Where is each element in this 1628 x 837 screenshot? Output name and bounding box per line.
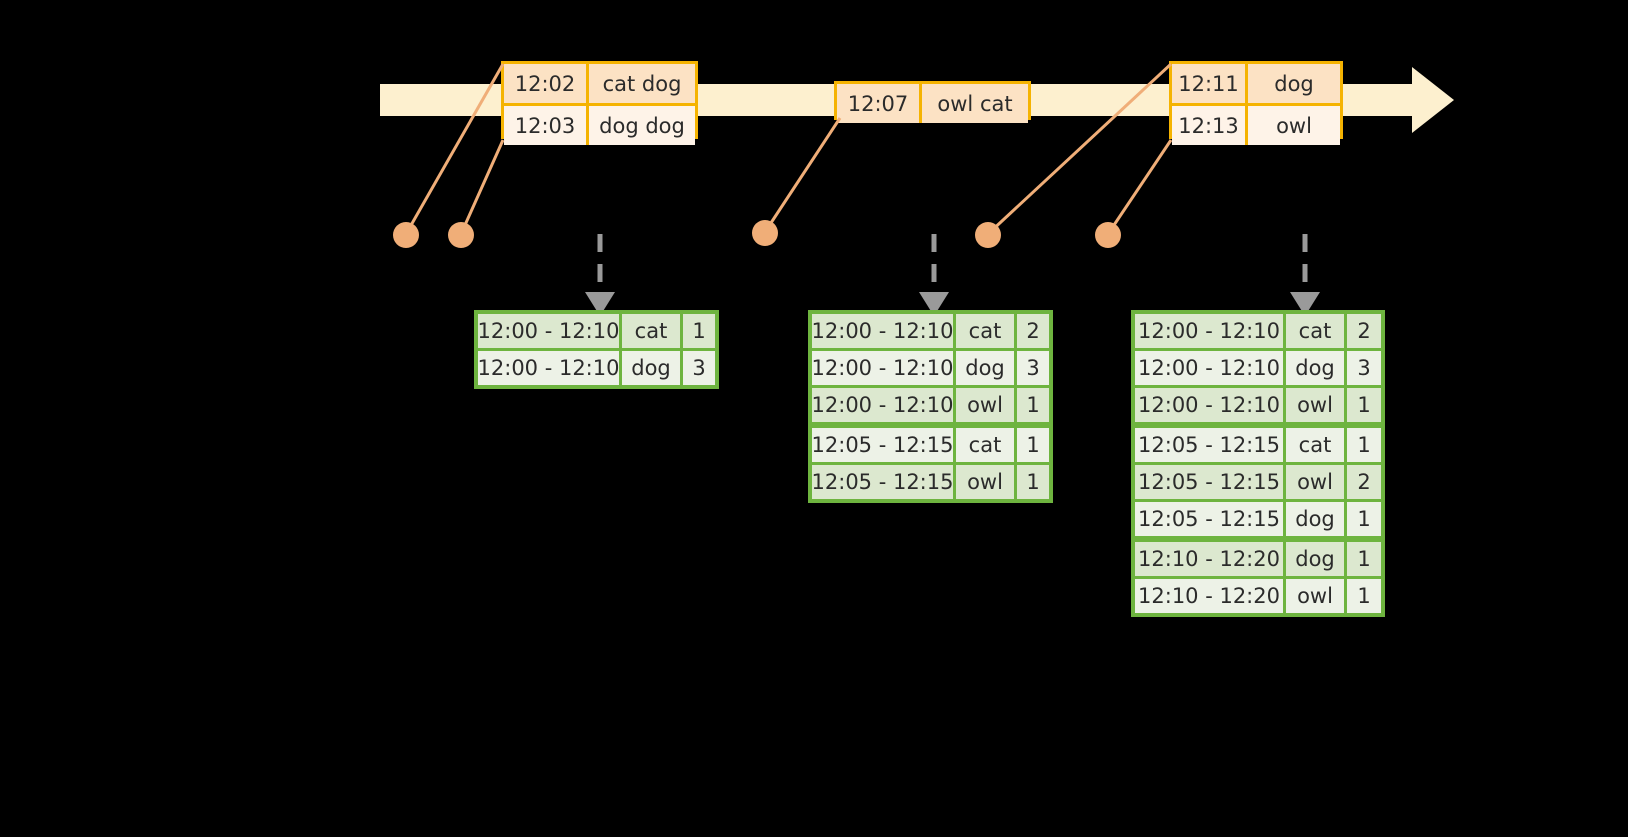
cell-word: dog — [1286, 502, 1344, 536]
cell-word: cat — [956, 428, 1014, 462]
cell-count: 3 — [1347, 351, 1381, 385]
leader-line-2 — [459, 139, 505, 235]
cell-count: 1 — [1347, 388, 1381, 422]
cell-window: 12:05 - 12:15 — [1135, 502, 1283, 536]
table-row: 12:00 - 12:10 cat 2 — [1135, 314, 1381, 351]
leader-dot-1 — [393, 222, 419, 248]
cell-window: 12:00 - 12:10 — [1135, 388, 1283, 422]
cell-word: owl — [1286, 465, 1344, 499]
event-row: 12:03 dog dog — [504, 103, 695, 145]
dashed-arrow-3 — [1290, 234, 1320, 316]
cell-count: 3 — [1017, 351, 1049, 385]
cell-count: 1 — [1017, 388, 1049, 422]
table-row: 12:05 - 12:15 owl 2 — [1135, 465, 1381, 502]
table-row: 12:05 - 12:15 cat 1 — [1135, 425, 1381, 465]
event-time: 12:03 — [504, 106, 589, 145]
cell-word: cat — [1286, 428, 1344, 462]
event-box-group-2: 12:07 owl cat — [834, 81, 1031, 123]
cell-window: 12:00 - 12:10 — [812, 351, 953, 385]
cell-window: 12:00 - 12:10 — [478, 351, 619, 385]
leader-dot-4 — [975, 222, 1001, 248]
table-row: 12:00 - 12:10 dog 3 — [1135, 351, 1381, 388]
cell-count: 1 — [1017, 428, 1049, 462]
table-row: 12:00 - 12:10 cat 2 — [812, 314, 1049, 351]
leader-dot-2 — [448, 222, 474, 248]
cell-word: owl — [1286, 579, 1344, 613]
cell-word: dog — [1286, 351, 1344, 385]
event-words: dog dog — [589, 106, 695, 145]
cell-word: owl — [1286, 388, 1344, 422]
cell-word: owl — [956, 465, 1014, 499]
table-row: 12:05 - 12:15 dog 1 — [1135, 502, 1381, 539]
table-row: 12:00 - 12:10 dog 3 — [812, 351, 1049, 388]
cell-window: 12:05 - 12:15 — [1135, 465, 1283, 499]
cell-window: 12:00 - 12:10 — [478, 314, 619, 348]
event-time: 12:13 — [1172, 106, 1248, 145]
cell-count: 1 — [1347, 542, 1381, 576]
cell-window: 12:05 - 12:15 — [812, 428, 953, 462]
cell-window: 12:10 - 12:20 — [1135, 542, 1283, 576]
cell-window: 12:10 - 12:20 — [1135, 579, 1283, 613]
cell-window: 12:05 - 12:15 — [812, 465, 953, 499]
event-box-group-3: 12:11 dog 12:13 owl — [1169, 61, 1343, 145]
table-row: 12:00 - 12:10 owl 1 — [812, 388, 1049, 425]
cell-window: 12:00 - 12:10 — [1135, 314, 1283, 348]
event-box-group-1: 12:02 cat dog 12:03 dog dog — [501, 61, 698, 145]
leader-dot-3 — [752, 220, 778, 246]
event-time: 12:02 — [504, 64, 589, 103]
event-time: 12:11 — [1172, 64, 1248, 103]
cell-window: 12:00 - 12:10 — [1135, 351, 1283, 385]
cell-word: dog — [956, 351, 1014, 385]
event-row: 12:13 owl — [1172, 103, 1340, 145]
table-row: 12:10 - 12:20 dog 1 — [1135, 539, 1381, 579]
cell-count: 2 — [1017, 314, 1049, 348]
cell-window: 12:00 - 12:10 — [812, 388, 953, 422]
cell-count: 3 — [683, 351, 715, 385]
cell-word: owl — [956, 388, 1014, 422]
cell-count: 2 — [1347, 465, 1381, 499]
table-row: 12:00 - 12:10 dog 3 — [478, 351, 715, 385]
window-result-table-1: 12:00 - 12:10 cat 1 12:00 - 12:10 dog 3 — [474, 310, 719, 389]
event-words: dog — [1248, 64, 1340, 103]
event-words: cat dog — [589, 64, 695, 103]
window-result-table-2: 12:00 - 12:10 cat 2 12:00 - 12:10 dog 3 … — [808, 310, 1053, 503]
timeline-arrow-head — [1412, 67, 1454, 133]
dashed-arrow-1 — [585, 234, 615, 316]
event-words: owl cat — [922, 84, 1028, 123]
dashed-arrow-2 — [919, 234, 949, 316]
window-result-table-3: 12:00 - 12:10 cat 2 12:00 - 12:10 dog 3 … — [1131, 310, 1385, 617]
table-row: 12:05 - 12:15 cat 1 — [812, 425, 1049, 465]
table-row: 12:00 - 12:10 owl 1 — [1135, 388, 1381, 425]
cell-word: dog — [1286, 542, 1344, 576]
cell-word: cat — [622, 314, 680, 348]
cell-count: 1 — [1347, 502, 1381, 536]
leader-dot-5 — [1095, 222, 1121, 248]
cell-word: cat — [1286, 314, 1344, 348]
leader-line-3 — [763, 117, 842, 233]
cell-count: 2 — [1347, 314, 1381, 348]
leader-line-5 — [1106, 139, 1173, 235]
event-row: 12:07 owl cat — [837, 84, 1028, 123]
event-row: 12:02 cat dog — [504, 64, 695, 103]
cell-window: 12:00 - 12:10 — [812, 314, 953, 348]
event-words: owl — [1248, 106, 1340, 145]
table-row: 12:10 - 12:20 owl 1 — [1135, 579, 1381, 613]
cell-window: 12:05 - 12:15 — [1135, 428, 1283, 462]
event-row: 12:11 dog — [1172, 64, 1340, 103]
cell-count: 1 — [1347, 428, 1381, 462]
cell-count: 1 — [1017, 465, 1049, 499]
table-row: 12:05 - 12:15 owl 1 — [812, 465, 1049, 499]
cell-count: 1 — [683, 314, 715, 348]
event-time: 12:07 — [837, 84, 922, 123]
table-row: 12:00 - 12:10 cat 1 — [478, 314, 715, 351]
cell-word: dog — [622, 351, 680, 385]
cell-word: cat — [956, 314, 1014, 348]
cell-count: 1 — [1347, 579, 1381, 613]
